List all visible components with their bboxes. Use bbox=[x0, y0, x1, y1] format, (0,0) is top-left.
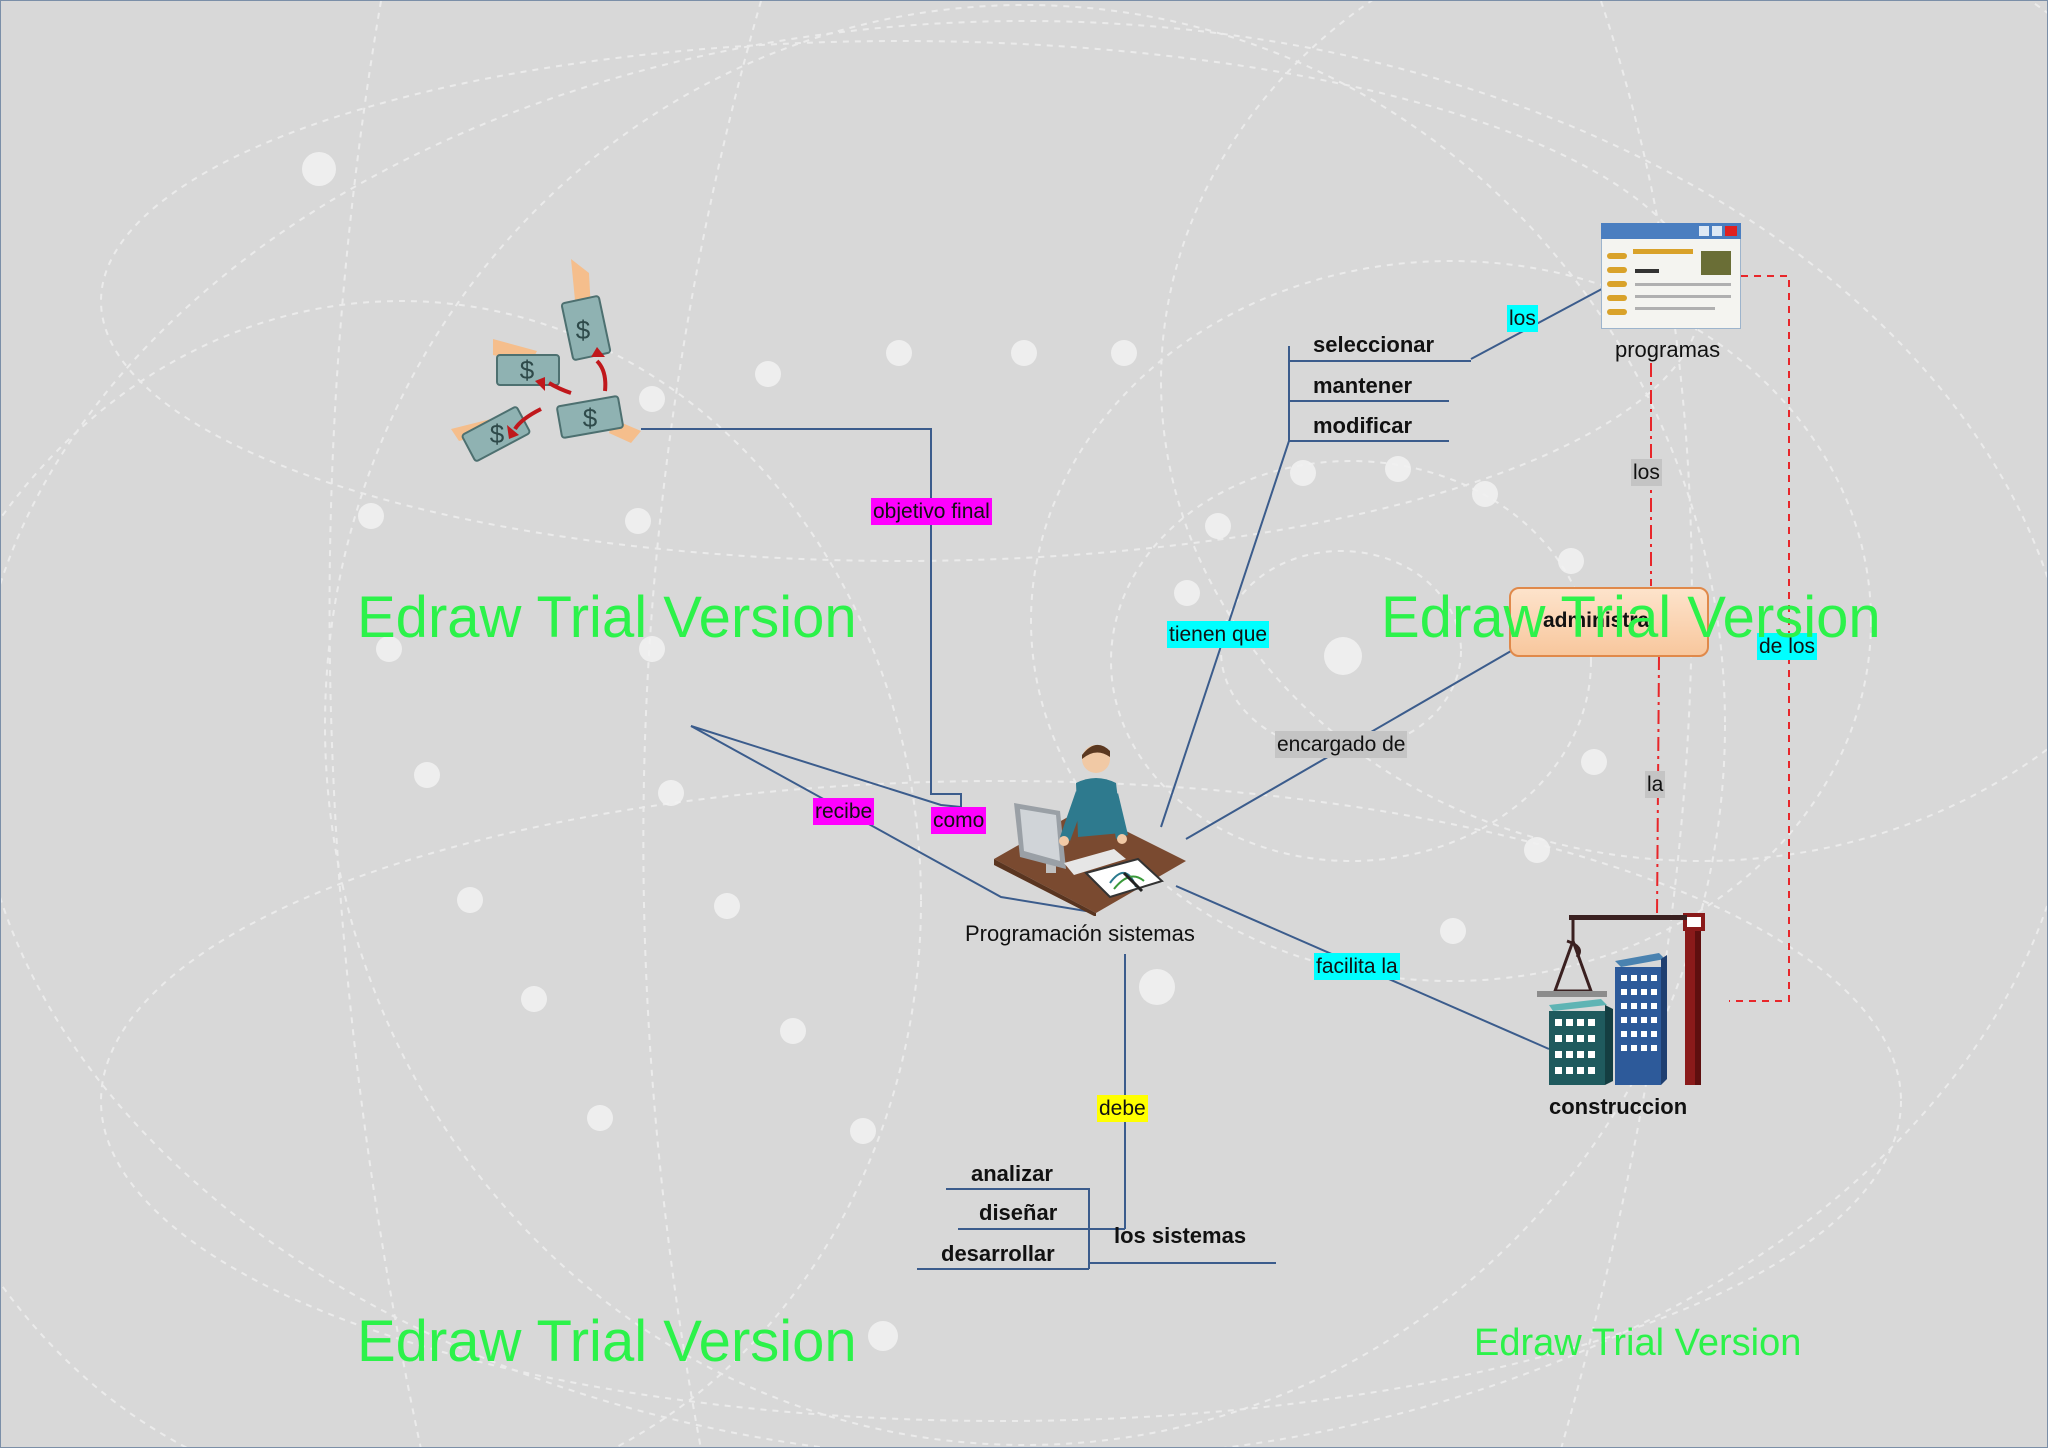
label-encargado-de: encargado de bbox=[1275, 731, 1408, 759]
label-la: la bbox=[1645, 771, 1666, 799]
label-objetivo-final: objetivo final bbox=[871, 498, 992, 526]
label-debe: debe bbox=[1097, 1095, 1148, 1123]
watermark-2: Edraw Trial Version bbox=[1381, 585, 1881, 650]
program-window-icon bbox=[1601, 223, 1741, 329]
construction-buildings-icon bbox=[1537, 913, 1705, 1085]
watermark-4: Edraw Trial Version bbox=[1474, 1322, 1802, 1364]
central-title: Programación sistemas bbox=[965, 921, 1195, 946]
watermark-1: Edraw Trial Version bbox=[357, 585, 857, 650]
line-la bbox=[1656, 655, 1660, 917]
action-seleccionar: seleccionar bbox=[1313, 332, 1435, 357]
line-objetivo-final bbox=[641, 428, 962, 807]
line-los-top bbox=[1470, 282, 1614, 360]
administra-label: administra bbox=[1543, 609, 1650, 632]
label-de-los: de los bbox=[1757, 633, 1818, 661]
money-transfer-icon: $ $ $ $ bbox=[451, 259, 641, 462]
label-recibe: recibe bbox=[813, 798, 875, 826]
line-recibe-upper bbox=[690, 725, 962, 808]
programmer-desk-icon bbox=[994, 744, 1186, 916]
action-desarrollar: desarrollar bbox=[941, 1241, 1055, 1266]
action-disenar: diseñar bbox=[979, 1200, 1058, 1225]
action-modificar: modificar bbox=[1313, 413, 1413, 438]
administra-node[interactable] bbox=[1509, 587, 1709, 657]
programas-label: programas bbox=[1615, 337, 1721, 362]
svg-text:$: $ bbox=[576, 315, 591, 345]
construccion-label: construccion bbox=[1549, 1094, 1688, 1119]
svg-text:$: $ bbox=[583, 403, 598, 433]
label-como: como bbox=[931, 807, 987, 835]
line-recibe-lower bbox=[690, 725, 1087, 912]
action-mantener: mantener bbox=[1313, 373, 1413, 398]
label-tienen-que: tienen que bbox=[1167, 621, 1270, 649]
watermark-3: Edraw Trial Version bbox=[357, 1309, 857, 1374]
svg-text:$: $ bbox=[520, 355, 535, 385]
label-los-top: los bbox=[1507, 305, 1538, 333]
label-los-mid: los bbox=[1631, 459, 1662, 487]
label-facilita-la: facilita la bbox=[1314, 953, 1400, 981]
action-analizar: analizar bbox=[971, 1161, 1053, 1186]
target-los-sistemas: los sistemas bbox=[1114, 1223, 1247, 1248]
svg-text:$: $ bbox=[490, 419, 505, 449]
